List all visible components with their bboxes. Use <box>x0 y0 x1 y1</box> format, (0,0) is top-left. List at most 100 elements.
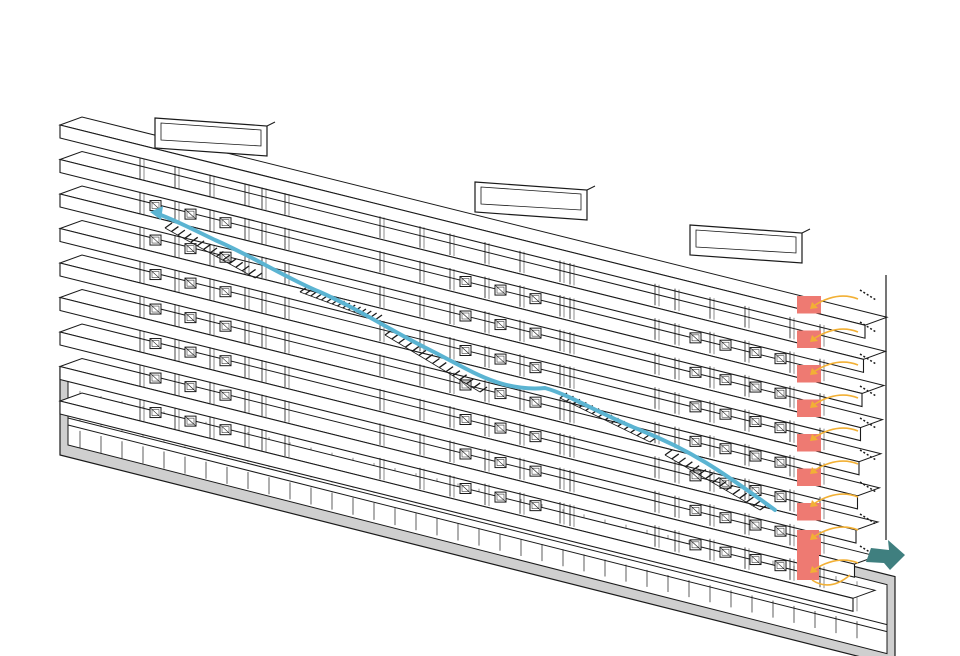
window-glazing-line <box>184 277 197 289</box>
window-glazing-line <box>149 303 162 315</box>
window-glazing-line <box>149 372 162 384</box>
window-glazing-line <box>529 396 542 408</box>
window-glazing-line <box>774 422 787 433</box>
window-glazing-line <box>219 217 232 228</box>
fire-core-segment <box>797 365 821 383</box>
fire-core-segment <box>797 296 821 314</box>
door-swing-icon <box>814 427 859 438</box>
window-inner <box>751 349 760 356</box>
window-glazing-line <box>774 491 787 502</box>
stair-tread <box>216 251 224 258</box>
stair-stringer-4 <box>559 397 651 443</box>
stair-tread <box>746 496 754 503</box>
roof-unit-1 <box>154 117 268 157</box>
window-glazing-line <box>749 381 762 393</box>
window-inner <box>691 541 700 549</box>
door-swing-icon <box>811 574 851 586</box>
window-inner <box>186 245 195 252</box>
roof-unit-edge <box>801 228 811 234</box>
window-glazing-line <box>459 310 472 322</box>
plinth-floor-line <box>67 417 888 626</box>
window-inner <box>751 452 760 460</box>
stair-tread <box>712 476 720 484</box>
stair-tread <box>209 247 218 254</box>
window-inner <box>151 202 160 209</box>
roof-unit-2 <box>474 181 588 221</box>
roof-units <box>154 117 811 264</box>
window-glazing-line <box>774 456 787 468</box>
window-inner <box>776 424 785 431</box>
window-inner <box>751 556 760 563</box>
door-swing-icon <box>814 526 859 537</box>
fire-core-segment <box>797 468 821 486</box>
window-inner <box>531 329 540 337</box>
window-inner <box>776 389 785 397</box>
stair-tread <box>459 374 468 381</box>
window-glazing-line <box>749 450 762 462</box>
window-inner <box>721 514 730 521</box>
window-inner <box>751 418 760 425</box>
window-inner <box>721 341 730 349</box>
stair-tread <box>698 469 707 476</box>
window-glazing-line <box>719 477 732 489</box>
window-glazing-line <box>184 243 197 254</box>
window-inner <box>221 357 230 364</box>
core-stair <box>859 385 877 397</box>
stair-tread <box>718 480 727 487</box>
window-glazing-line <box>719 408 732 420</box>
roof-unit-inner <box>160 122 262 147</box>
door-swing-arrowhead <box>810 368 818 375</box>
window-glazing-line <box>219 355 232 366</box>
window-inner <box>531 295 540 302</box>
window-inner <box>151 374 160 382</box>
window-glazing-line <box>149 407 162 418</box>
window-glazing-line <box>689 332 702 344</box>
stair-tread <box>177 229 186 236</box>
stair-tread <box>725 484 734 491</box>
stair-tread <box>222 254 231 261</box>
fire-core-segment <box>797 503 821 521</box>
window-inner <box>461 485 470 492</box>
door-swing-arrowhead <box>810 335 818 342</box>
window-glazing-line <box>774 525 787 537</box>
window-inner <box>461 416 470 423</box>
window-inner <box>221 288 230 295</box>
roof-unit-inner <box>480 186 582 211</box>
stair-tread <box>418 349 427 356</box>
window-glazing-line <box>219 251 232 263</box>
window-inner <box>691 507 700 514</box>
window-inner <box>691 369 700 376</box>
window-inner <box>186 279 195 287</box>
window-glazing-line <box>689 436 702 447</box>
window-inner <box>691 334 700 342</box>
core-stair <box>859 353 877 365</box>
window-glazing-line <box>749 347 762 358</box>
window-glazing-line <box>529 293 542 304</box>
stair-tread <box>425 353 434 360</box>
window-glazing-line <box>149 234 162 246</box>
stair-tread <box>432 357 440 365</box>
stair-tread <box>445 366 454 373</box>
window-glazing-line <box>219 286 232 297</box>
roof-unit-edge <box>266 121 276 127</box>
window-inner <box>496 493 505 501</box>
stair-tread <box>411 345 420 352</box>
stair-tread <box>452 370 461 377</box>
window-glazing-line <box>719 339 732 351</box>
fire-core-segment <box>797 330 821 348</box>
core-stair <box>859 449 877 461</box>
window-inner <box>776 355 785 362</box>
stair-tread <box>438 362 447 369</box>
window-inner <box>776 562 785 569</box>
window-inner <box>691 438 700 445</box>
window-glazing-line <box>459 414 472 425</box>
window-glazing-line <box>494 353 507 365</box>
circulation-path-line <box>156 212 777 512</box>
window-glazing-line <box>719 546 732 558</box>
window-inner <box>751 521 760 529</box>
window-inner <box>461 278 470 285</box>
window-glazing-line <box>529 362 542 373</box>
window-inner <box>721 548 730 556</box>
